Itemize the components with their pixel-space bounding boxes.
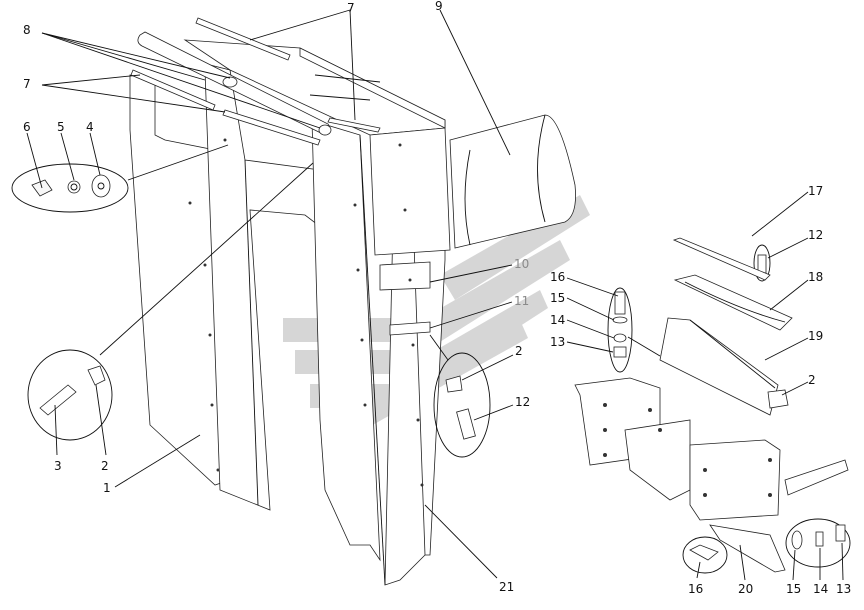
label-2-middle: 2	[515, 344, 523, 358]
label-16-lower: 16	[688, 582, 703, 596]
label-11: 11	[514, 294, 529, 308]
leader-lines	[26, 9, 844, 581]
hole-dots	[188, 138, 424, 487]
label-13-lower: 13	[836, 582, 851, 596]
label-5: 5	[57, 120, 65, 134]
label-19: 19	[808, 329, 823, 343]
part-8-rods	[137, 31, 332, 136]
label-7-top: 7	[347, 1, 355, 15]
label-18: 18	[808, 270, 823, 284]
label-15-upper: 15	[550, 291, 565, 305]
label-8: 8	[23, 23, 31, 37]
label-1: 1	[103, 481, 111, 495]
label-12-middle: 12	[515, 395, 530, 409]
label-14-upper: 14	[550, 313, 565, 327]
label-10: 10	[514, 257, 529, 271]
right-hardware	[607, 244, 771, 373]
label-6: 6	[23, 120, 31, 134]
frame-bracket	[574, 377, 849, 573]
label-9: 9	[435, 0, 443, 13]
part-9-duct	[449, 114, 576, 249]
label-7-left: 7	[23, 77, 31, 91]
label-14-lower: 14	[813, 582, 828, 596]
label-16-upper: 16	[550, 270, 565, 284]
label-4: 4	[86, 120, 94, 134]
bottom-right-details	[682, 518, 851, 574]
label-17: 17	[808, 184, 823, 198]
detail-2-3	[27, 162, 314, 441]
label-3: 3	[54, 459, 62, 473]
detail-2-12	[429, 334, 491, 458]
label-2-left: 2	[101, 459, 109, 473]
callout-labels: 8 7 9 7 6 5 4 3 2 1 10 11 2 12 21 17 12 …	[23, 0, 851, 596]
panel-middle	[189, 59, 331, 511]
label-2-right: 2	[808, 373, 816, 387]
label-12-right: 12	[808, 228, 823, 242]
label-13-upper: 13	[550, 335, 565, 349]
part-7-strips	[130, 17, 381, 146]
label-21: 21	[499, 580, 514, 594]
label-20: 20	[738, 582, 753, 596]
plates-10-11	[379, 261, 431, 336]
parts-17-18-19	[659, 237, 793, 416]
label-15-lower: 15	[786, 582, 801, 596]
top-housing	[183, 39, 451, 256]
